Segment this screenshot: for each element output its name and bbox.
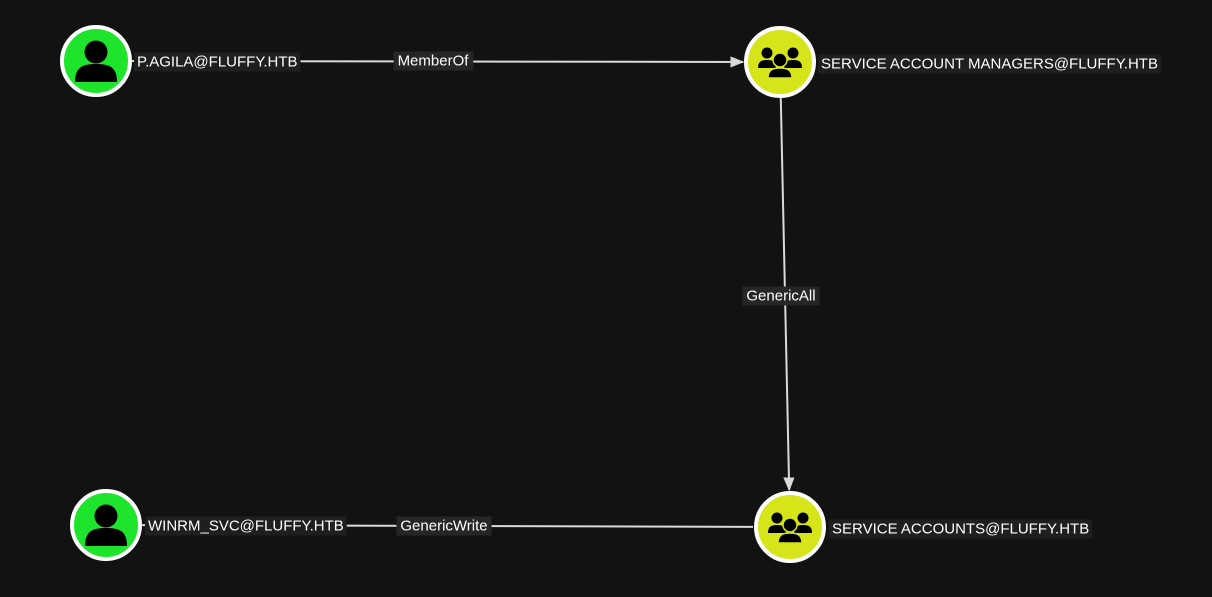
- nodes-layer: P.AGILA@FLUFFY.HTB SERVICE ACCOUNT MANAGE…: [60, 25, 1161, 563]
- node-label-background: [134, 52, 301, 72]
- group-icon: [768, 512, 812, 544]
- node-label-background: [829, 519, 1093, 539]
- edge-label-background: [393, 51, 474, 71]
- node-label[interactable]: SERVICE ACCOUNT MANAGERS@FLUFFY.HTB: [821, 56, 1158, 73]
- node-group[interactable]: SERVICE ACCOUNTS@FLUFFY.HTB: [754, 491, 1093, 563]
- node-label[interactable]: SERVICE ACCOUNTS@FLUFFY.HTB: [832, 521, 1089, 538]
- user-icon: [75, 40, 117, 82]
- node-group[interactable]: SERVICE ACCOUNT MANAGERS@FLUFFY.HTB: [744, 26, 1161, 98]
- edge-genericall[interactable]: GenericAll: [742, 97, 820, 492]
- node-label-background: [145, 516, 347, 536]
- edge-label[interactable]: GenericAll: [746, 288, 815, 305]
- node-label[interactable]: WINRM_SVC@FLUFFY.HTB: [148, 518, 344, 535]
- edge-label-background: [396, 516, 492, 536]
- edge-label-background: [742, 286, 820, 306]
- node-label[interactable]: P.AGILA@FLUFFY.HTB: [137, 54, 298, 71]
- edge-genericwrite[interactable]: GenericWrite: [141, 516, 754, 536]
- user-icon: [85, 504, 127, 546]
- edge-label[interactable]: GenericWrite: [400, 518, 487, 535]
- edge-label[interactable]: MemberOf: [398, 53, 470, 70]
- node-user[interactable]: WINRM_SVC@FLUFFY.HTB: [70, 489, 347, 561]
- group-icon: [758, 47, 802, 79]
- node-label-background: [818, 54, 1161, 74]
- node-user[interactable]: P.AGILA@FLUFFY.HTB: [60, 25, 301, 97]
